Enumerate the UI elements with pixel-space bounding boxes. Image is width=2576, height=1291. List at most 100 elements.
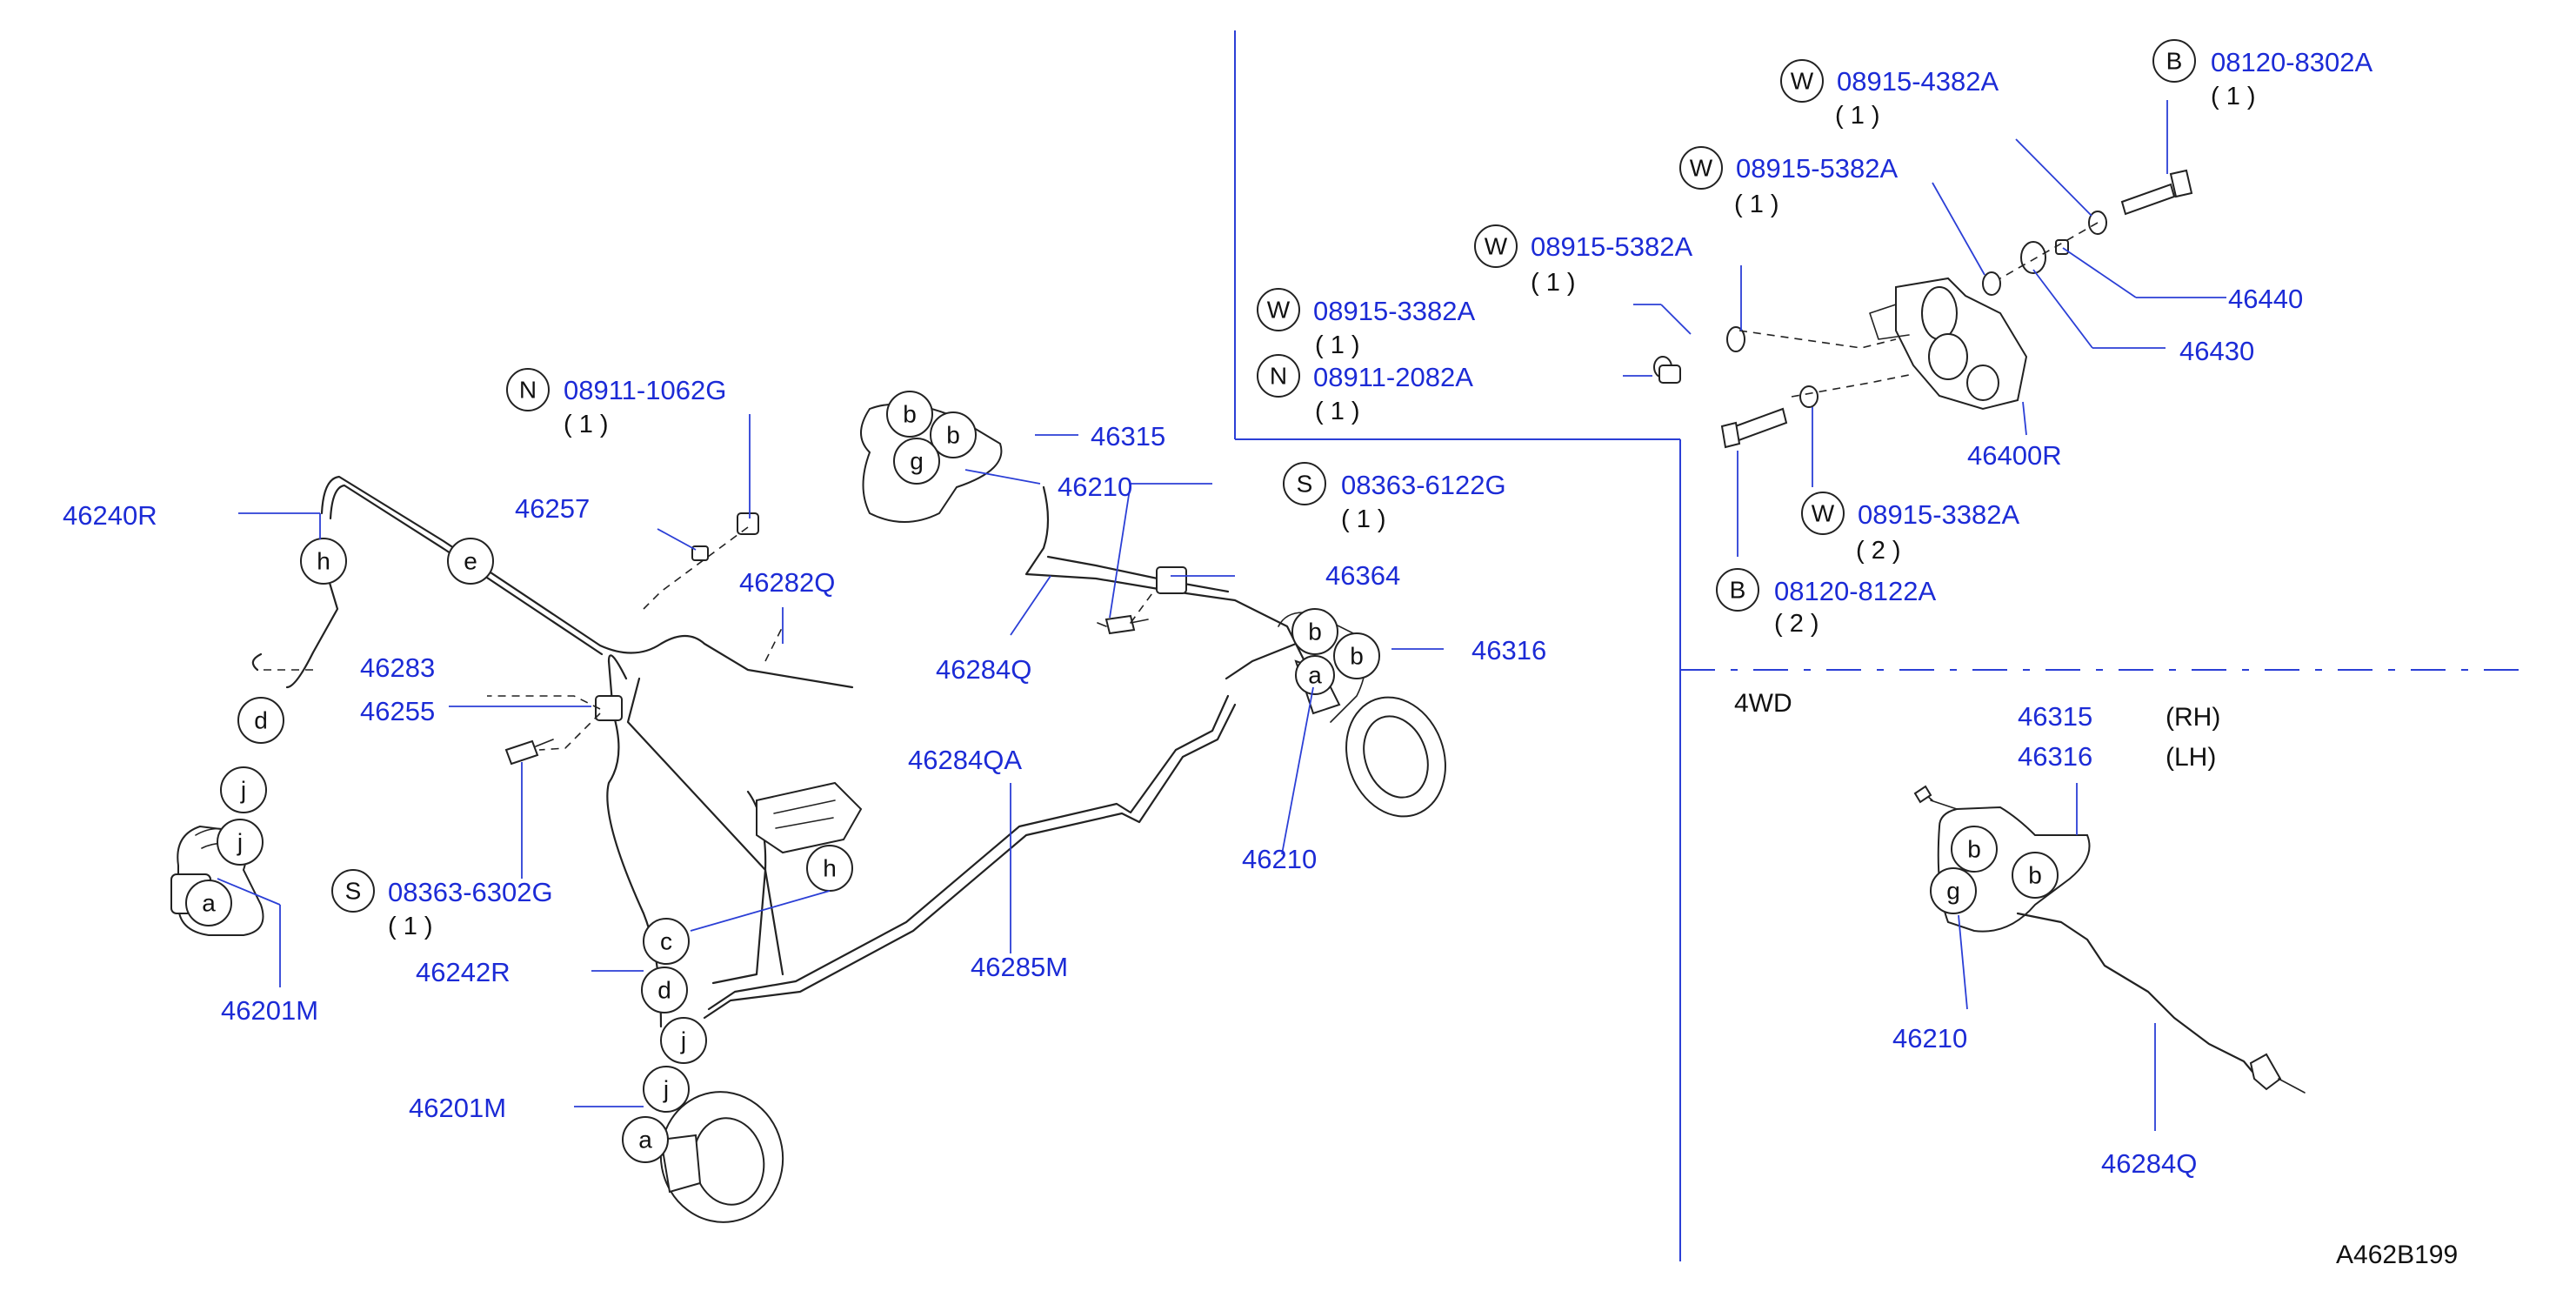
callout-08915-5382A-a[interactable]: W 08915-5382A ( 1 ): [1679, 146, 1898, 218]
part-46255[interactable]: 46255: [360, 696, 435, 726]
part-46284QA[interactable]: 46284QA: [908, 745, 1022, 775]
callout-08363-6122G[interactable]: S 08363-6122G ( 1 ): [1283, 462, 1506, 533]
svg-text:W: W: [1485, 233, 1508, 260]
callout-08120-8122A[interactable]: B 08120-8122A ( 2 ): [1716, 568, 1936, 638]
callout-letter-w: W: [1257, 288, 1300, 331]
part-46210-4wd[interactable]: 46210: [1892, 1023, 1967, 1054]
svg-text:B: B: [2166, 48, 2183, 75]
part-number-08911-2082A: 08911-2082A: [1313, 362, 1473, 392]
connector-h-2: h: [806, 845, 853, 892]
callout-letter-w: W: [1801, 492, 1845, 535]
part-number-08915-4382A: 08915-4382A: [1837, 66, 1999, 97]
part-46364[interactable]: 46364: [1325, 560, 1400, 591]
part-46242R[interactable]: 46242R: [416, 957, 511, 987]
labels-top-right: W 08915-4382A ( 1 ) B 08120-8302A ( 1 ) …: [1257, 39, 2372, 638]
callout-letter-n: N: [1257, 354, 1300, 398]
callout-letter-w: W: [1780, 59, 1824, 103]
leader-lines-bottom-right: [1958, 783, 2156, 1131]
section-dividers: [1234, 30, 2522, 1261]
connector-b-5: b: [1951, 826, 1998, 873]
part-46240R[interactable]: 46240R: [63, 500, 157, 531]
svg-text:d: d: [657, 977, 671, 1004]
svg-text:N: N: [1270, 363, 1287, 390]
svg-text:b: b: [1308, 619, 1322, 646]
callout-08911-2082A[interactable]: N 08911-2082A ( 1 ): [1257, 354, 1473, 425]
part-46400R[interactable]: 46400R: [1967, 440, 2062, 471]
part-46201M-lower[interactable]: 46201M: [409, 1093, 506, 1123]
diagram-code: A462B199: [2336, 1241, 2458, 1269]
labels-bottom-right: 4WD 46315 (RH) 46316 (LH) 46210 46284Q: [1734, 689, 2220, 1179]
part-46316[interactable]: 46316: [1472, 635, 1546, 666]
svg-text:b: b: [946, 422, 960, 449]
svg-text:N: N: [519, 377, 537, 404]
quantity-08915-3382A-b: ( 2 ): [1856, 537, 1901, 565]
svg-text:h: h: [823, 855, 837, 882]
svg-text:g: g: [910, 448, 924, 475]
connector-bubbles-right: b b g: [1930, 826, 2059, 914]
connector-b-3: b: [1291, 608, 1338, 655]
connector-j-3: j: [660, 1017, 707, 1064]
svg-text:W: W: [1791, 68, 1814, 95]
part-number-08915-3382A-b: 08915-3382A: [1858, 499, 2019, 530]
callout-08915-3382A-a[interactable]: W 08915-3382A ( 1 ): [1257, 288, 1475, 359]
leader-lines-top-right: [1623, 100, 2226, 557]
part-46284Q-4wd[interactable]: 46284Q: [2101, 1148, 2197, 1179]
part-46257[interactable]: 46257: [515, 493, 590, 524]
svg-text:a: a: [1308, 662, 1322, 689]
part-46430[interactable]: 46430: [2179, 336, 2254, 366]
svg-text:d: d: [254, 707, 268, 734]
part-46316-lh[interactable]: 46316: [2018, 741, 2092, 772]
quantity-08911-1062G: ( 1 ): [564, 411, 609, 438]
svg-text:e: e: [464, 548, 477, 575]
connector-bubbles-left: h e d j j a b b g b b a h c d j j a: [185, 391, 1380, 1163]
connector-b-1: b: [886, 391, 933, 438]
svg-text:W: W: [1690, 155, 1713, 182]
part-46210-lower[interactable]: 46210: [1242, 844, 1317, 874]
quantity-08363-6302G: ( 1 ): [388, 913, 433, 940]
connector-a-2: a: [1295, 655, 1335, 695]
connector-d-2: d: [641, 967, 688, 1013]
part-46285M[interactable]: 46285M: [971, 952, 1068, 982]
svg-text:h: h: [317, 548, 330, 575]
part-number-08915-3382A-a: 08915-3382A: [1313, 296, 1475, 326]
part-46315-rh[interactable]: 46315: [2018, 701, 2092, 732]
svg-text:a: a: [638, 1127, 652, 1154]
connector-b-6: b: [2012, 852, 2059, 899]
connector-b-4: b: [1333, 632, 1380, 679]
connector-d-1: d: [237, 697, 284, 744]
callout-08363-6302G[interactable]: S 08363-6302G ( 1 ): [331, 869, 553, 940]
connector-g-2: g: [1930, 867, 1977, 914]
callout-08120-8302A[interactable]: B 08120-8302A ( 1 ): [2152, 39, 2372, 110]
callout-letter-s: S: [331, 869, 375, 913]
callout-08915-5382A-b[interactable]: W 08915-5382A ( 1 ): [1474, 224, 1692, 297]
variant-label-4wd: 4WD: [1734, 689, 1792, 718]
part-46284Q[interactable]: 46284Q: [936, 654, 1031, 685]
part-46210-upper[interactable]: 46210: [1058, 472, 1132, 502]
part-46201M-upper[interactable]: 46201M: [221, 995, 318, 1026]
part-46282Q[interactable]: 46282Q: [739, 567, 835, 598]
quantity-08363-6122G: ( 1 ): [1341, 505, 1386, 533]
callout-08915-4382A[interactable]: W 08915-4382A ( 1 ): [1780, 59, 1999, 130]
quantity-08915-5382A-b: ( 1 ): [1531, 269, 1576, 297]
quantity-08911-2082A: ( 1 ): [1315, 398, 1360, 425]
proportioning-valve-drawing: [1653, 169, 2193, 449]
connector-h-1: h: [300, 538, 347, 585]
quantity-08915-4382A: ( 1 ): [1835, 102, 1880, 130]
connector-g-1: g: [893, 438, 940, 485]
svg-text:a: a: [202, 890, 216, 917]
part-46315[interactable]: 46315: [1091, 421, 1165, 452]
labels-left: N 08911-1062G ( 1 ) 46257 46282Q 46240R …: [63, 368, 1546, 1123]
part-46283[interactable]: 46283: [360, 652, 435, 683]
svg-text:S: S: [345, 878, 362, 905]
leader-lines-left: [217, 414, 1444, 1107]
callout-letter-n: N: [506, 368, 550, 411]
side-label-rh: (RH): [2166, 703, 2220, 732]
svg-text:S: S: [1297, 471, 1313, 498]
callout-08915-3382A-b[interactable]: W 08915-3382A ( 2 ): [1801, 492, 2019, 565]
part-46440[interactable]: 46440: [2228, 284, 2303, 314]
svg-text:b: b: [903, 401, 917, 428]
connector-a-1: a: [185, 880, 232, 926]
quantity-08120-8122A: ( 2 ): [1774, 610, 1819, 638]
callout-08911-1062G[interactable]: N 08911-1062G ( 1 ): [506, 368, 726, 438]
